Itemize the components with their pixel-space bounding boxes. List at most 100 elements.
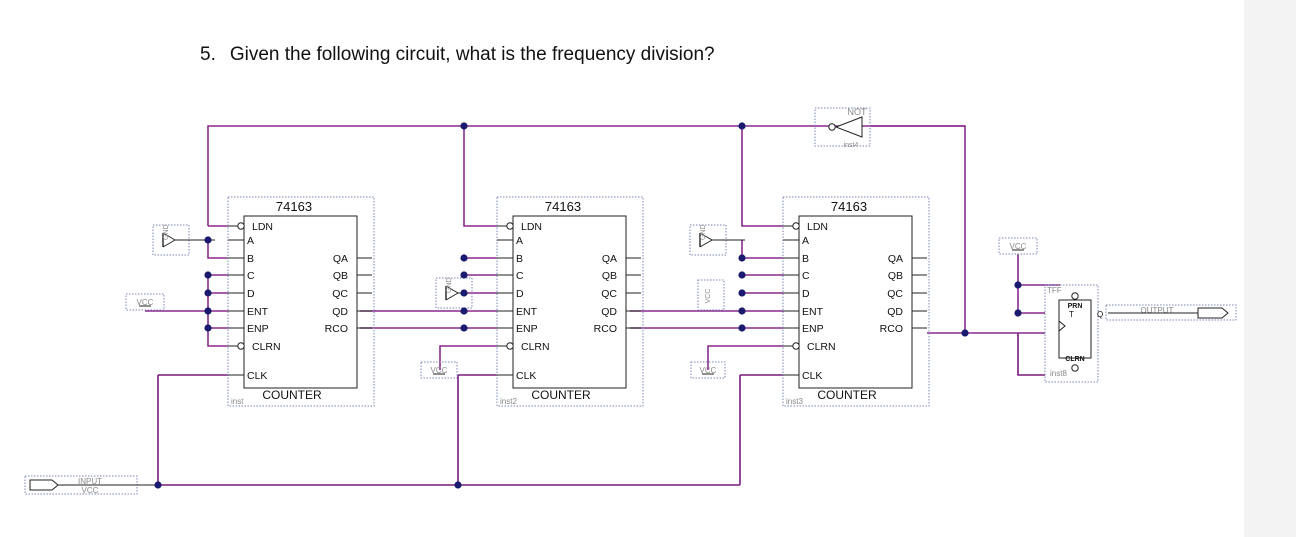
pin-clk: CLK: [247, 370, 267, 382]
vcc-label: VCC: [700, 366, 717, 375]
pin-bubble: [506, 342, 514, 350]
pin-qd: QD: [332, 306, 348, 318]
counter-frame: [496, 196, 644, 407]
vcc-symbol-left: VCC: [125, 293, 165, 311]
gnd-arm: [445, 285, 459, 294]
pin-clrn: CLRN: [252, 341, 281, 353]
wire-clrn-2: [439, 345, 497, 370]
pin-ldn: LDN: [521, 221, 542, 233]
pin-enp: ENP: [802, 323, 824, 335]
gnd-arm: [162, 239, 176, 248]
pin-bubble: [237, 222, 245, 230]
gnd-label: GND: [163, 224, 170, 240]
tff-t: T: [1069, 310, 1074, 319]
pin-qa: QA: [888, 253, 903, 265]
pin-a: A: [516, 235, 523, 247]
gnd-arm: [162, 232, 176, 241]
junction-node: [460, 254, 468, 262]
junction-node: [460, 122, 468, 130]
question: 5.Given the following circuit, what is t…: [200, 44, 715, 66]
pin-clrn: CLRN: [807, 341, 836, 353]
pin-d: D: [516, 288, 524, 300]
vcc-symbol-mid: VCC: [420, 361, 458, 379]
junction-node: [154, 481, 162, 489]
junction-node: [204, 236, 212, 244]
wire-b-1: [207, 240, 228, 259]
vcc-symbol-tff: VCC: [998, 237, 1038, 255]
gnd-label: GND: [700, 224, 707, 240]
gnd-frame: [435, 277, 473, 309]
vcc-label: VCC: [705, 289, 712, 304]
gnd-arm: [445, 292, 459, 301]
counter-frame: [227, 196, 375, 407]
pin-bubble: [792, 342, 800, 350]
junction-node: [738, 307, 746, 315]
junction-node: [738, 122, 746, 130]
pin-d: D: [802, 288, 810, 300]
pin-ent: ENT: [516, 306, 538, 318]
tff-body: [1058, 299, 1092, 359]
junction-node: [738, 254, 746, 262]
vcc-frame: [690, 361, 726, 379]
counter-part-label: 74163: [545, 199, 581, 214]
tff-prn: PRN: [1068, 303, 1083, 310]
gnd-arm: [699, 239, 713, 248]
counter-type-label: COUNTER: [531, 388, 591, 402]
vcc-frame: [125, 293, 165, 311]
pin-qc: QC: [601, 288, 617, 300]
junction-node: [961, 329, 969, 337]
junction-node: [738, 289, 746, 297]
pin-bubble: [792, 222, 800, 230]
junction-node: [460, 289, 468, 297]
counter-type-label: COUNTER: [262, 388, 322, 402]
pin-a: A: [247, 235, 254, 247]
junction-node: [204, 307, 212, 315]
pin-ldn: LDN: [807, 221, 828, 233]
counter-inst2: 74163COUNTERinst2LDNABCDENTENPCLRNCLKQAQ…: [496, 196, 644, 407]
wire-ldn-2: [463, 126, 497, 227]
gnd-label: GND: [446, 277, 453, 293]
pin-qb: QB: [602, 270, 617, 282]
pin-qd: QD: [601, 306, 617, 318]
wire-b-3: [741, 240, 783, 259]
parts: 74163COUNTERinstLDNABCDENTENPCLRNCLKQAQB…: [24, 107, 1237, 495]
counter-type-label: COUNTER: [817, 388, 877, 402]
vcc-label: VCC: [431, 366, 448, 375]
not-gate-label: NOT: [848, 107, 868, 117]
junction-node: [204, 324, 212, 332]
wire-left-bus-1: [207, 275, 228, 347]
junction-node: [460, 324, 468, 332]
pin-a: A: [802, 235, 809, 247]
not-gate-body: [834, 116, 863, 138]
junction-node: [738, 271, 746, 279]
junction-node: [1014, 309, 1022, 317]
gnd-symbol: GND: [689, 224, 745, 256]
vcc-symbol-right: VCC: [690, 361, 726, 379]
pin-qb: QB: [333, 270, 348, 282]
pin-rco: RCO: [325, 323, 348, 335]
pin-bubble: [506, 222, 514, 230]
not-gate-bubble: [828, 123, 836, 131]
counter-frame: [782, 196, 930, 407]
pin-clk: CLK: [516, 370, 536, 382]
junction-node: [204, 271, 212, 279]
pin-ldn: LDN: [252, 221, 273, 233]
input-pin-shape: [29, 479, 59, 491]
junction-node: [460, 271, 468, 279]
counter-inst: 74163COUNTERinstLDNABCDENTENPCLRNCLKQAQB…: [227, 196, 375, 407]
pin-b: B: [516, 253, 523, 265]
pin-c: C: [247, 270, 255, 282]
wire-ldn-3: [741, 126, 783, 227]
vcc-label: VCC: [137, 298, 154, 307]
junction-node: [454, 481, 462, 489]
tff-label: TFF: [1047, 286, 1062, 295]
scrollbar-gutter[interactable]: [1244, 0, 1296, 537]
counter-instance-label: inst2: [500, 397, 517, 406]
output-pin-frame: [1105, 304, 1237, 321]
pin-qd: QD: [887, 306, 903, 318]
vcc-frame: [697, 279, 725, 311]
wire-tff-t: [1017, 254, 1045, 314]
question-number: 5.: [200, 44, 216, 65]
input-pin-value: VCC: [82, 486, 99, 495]
